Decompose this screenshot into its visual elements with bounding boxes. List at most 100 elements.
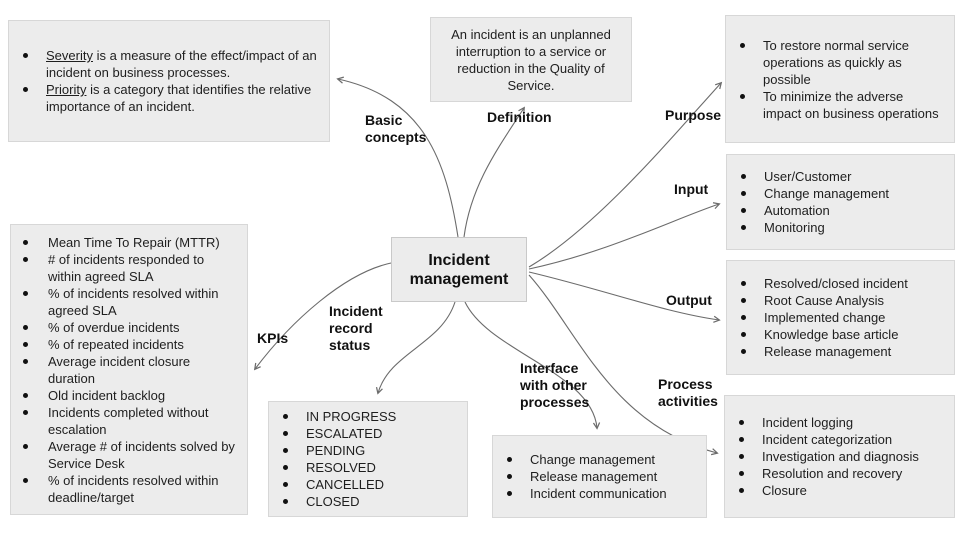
input-label: Input: [674, 181, 709, 197]
arrow-purpose: [528, 81, 723, 268]
input-box: User/Customer Change management Automati…: [726, 154, 955, 250]
bullet-icon: [741, 281, 746, 286]
bullet-icon: [23, 290, 28, 296]
bullet-icon: [283, 431, 288, 436]
list-item: % of incidents resolved within agreed SL…: [11, 285, 237, 319]
list-item: Resolution and recovery: [725, 465, 938, 482]
bullet-icon: [507, 474, 512, 479]
bullet-icon: [740, 42, 745, 48]
list-item: To restore normal service operations as …: [726, 37, 940, 88]
list-item: Release management: [493, 468, 698, 485]
bullet-icon: [741, 191, 746, 196]
output-box: Resolved/closed incident Root Cause Anal…: [726, 260, 955, 375]
list-item: User/Customer: [727, 168, 944, 185]
central-node: Incident management: [391, 237, 527, 302]
arrow-input: [528, 202, 721, 270]
bullet-icon: [23, 256, 28, 262]
list-item: % of incidents resolved within deadline/…: [11, 472, 237, 506]
list-item: IN PROGRESS: [269, 408, 459, 425]
bullet-icon: [23, 341, 28, 347]
list-item: CLOSED: [269, 493, 459, 510]
definition-label: Definition: [487, 109, 552, 125]
process-activities-label: Process activities: [658, 376, 718, 409]
bullet-icon: [283, 448, 288, 453]
list-item: Average # of incidents solved by Service…: [11, 438, 237, 472]
list-item: Implemented change: [727, 309, 944, 326]
input-list: User/Customer Change management Automati…: [727, 168, 944, 236]
bullet-icon: [741, 225, 746, 230]
bullet-icon: [23, 392, 28, 398]
list-item: Closure: [725, 482, 938, 499]
process-activities-box: Incident logging Incident categorization…: [724, 395, 955, 518]
list-item: # of incidents responded to within agree…: [11, 251, 237, 285]
list-item: Change management: [727, 185, 944, 202]
list-item: PENDING: [269, 442, 459, 459]
bullet-icon: [741, 315, 746, 320]
list-item: Root Cause Analysis: [727, 292, 944, 309]
list-item: Change management: [493, 451, 698, 468]
arrow-output: [528, 271, 721, 323]
arrow-definition: [463, 106, 525, 238]
bullet-icon: [741, 349, 746, 354]
bullet-icon: [739, 420, 744, 425]
purpose-box: To restore normal service operations as …: [725, 15, 955, 143]
interface-box: Change management Release management Inc…: [492, 435, 707, 518]
list-item: Incident communication: [493, 485, 698, 502]
list-item: Old incident backlog: [11, 387, 237, 404]
list-item: Release management: [727, 343, 944, 360]
bullet-icon: [507, 457, 512, 462]
arrow-status: [375, 301, 456, 395]
kpis-box: Mean Time To Repair (MTTR) # of incident…: [10, 224, 248, 515]
status-label: Incident record status: [329, 303, 383, 353]
interface-label: Interface with other processes: [520, 360, 590, 410]
bullet-icon: [23, 87, 28, 92]
kpis-list: Mean Time To Repair (MTTR) # of incident…: [11, 234, 237, 506]
arrow-kpis: [253, 262, 392, 371]
output-list: Resolved/closed incident Root Cause Anal…: [727, 275, 944, 360]
list-item: RESOLVED: [269, 459, 459, 476]
list-item: Incidents completed without escalation: [11, 404, 237, 438]
list-item: % of repeated incidents: [11, 336, 237, 353]
bullet-icon: [23, 409, 28, 415]
bullet-icon: [739, 488, 744, 493]
bullet-icon: [283, 499, 288, 504]
list-item: Automation: [727, 202, 944, 219]
bullet-icon: [741, 208, 746, 213]
list-item: Incident logging: [725, 414, 938, 431]
bullet-icon: [507, 491, 512, 496]
bullet-icon: [23, 477, 28, 483]
bullet-icon: [283, 414, 288, 419]
definition-text: An incident is an unplanned interruption…: [451, 26, 611, 93]
bullet-icon: [23, 443, 28, 449]
bullet-icon: [23, 53, 28, 58]
bullet-icon: [23, 324, 28, 330]
list-item: Severity is a measure of the effect/impa…: [9, 47, 323, 81]
bullet-icon: [23, 239, 28, 245]
list-item: Investigation and diagnosis: [725, 448, 938, 465]
list-item: Knowledge base article: [727, 326, 944, 343]
bullet-icon: [741, 298, 746, 303]
arrow-basic-concepts: [336, 76, 459, 238]
status-list: IN PROGRESS ESCALATED PENDING RESOLVED: [269, 408, 459, 510]
process-activities-list: Incident logging Incident categorization…: [725, 414, 938, 499]
bullet-icon: [23, 358, 28, 364]
purpose-list: To restore normal service operations as …: [726, 37, 940, 122]
basic-concepts-label: Basic concepts: [365, 112, 427, 145]
list-item: Resolved/closed incident: [727, 275, 944, 292]
basic-concepts-box: Severity is a measure of the effect/impa…: [8, 20, 330, 142]
list-item: ESCALATED: [269, 425, 459, 442]
list-item: To minimize the adverse impact on busine…: [726, 88, 940, 122]
bullet-icon: [741, 332, 746, 337]
list-item: Mean Time To Repair (MTTR): [11, 234, 237, 251]
list-item: CANCELLED: [269, 476, 459, 493]
output-label: Output: [666, 292, 712, 308]
bullet-icon: [741, 174, 746, 179]
status-box: IN PROGRESS ESCALATED PENDING RESOLVED: [268, 401, 468, 517]
list-item: Priority is a category that identifies t…: [9, 81, 323, 115]
bullet-icon: [283, 465, 288, 470]
bullet-icon: [739, 471, 744, 476]
arrow-interface: [464, 301, 601, 430]
list-item: Average incident closure duration: [11, 353, 237, 387]
